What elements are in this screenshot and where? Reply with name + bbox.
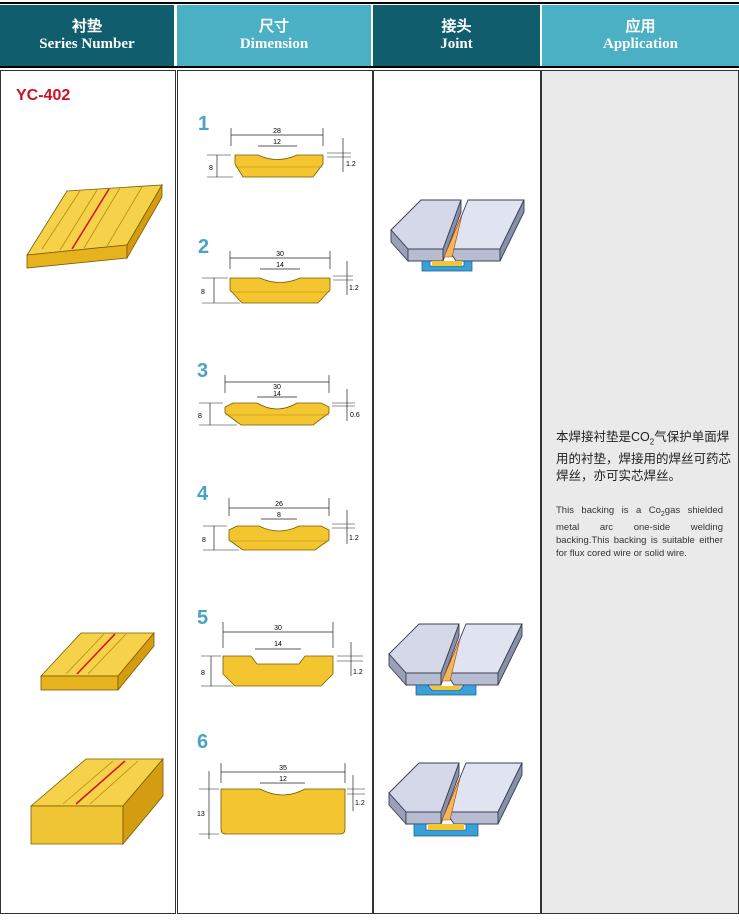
series-column — [0, 70, 176, 914]
dimension-drawing-2: 30 14 8 1.2 — [201, 251, 359, 304]
dimension-drawing-1: 28 12 8 1.2 — [207, 128, 356, 178]
application-text-en: This backing is a Co2gas shielded metal … — [556, 504, 723, 560]
dim-6-width: 35 — [279, 765, 287, 772]
dimension-number-3: 3 — [197, 360, 209, 382]
header-series-zh: 衬垫 — [71, 18, 102, 35]
dim-1-groove: 12 — [273, 139, 281, 146]
dim-4-depth: 1.2 — [349, 535, 359, 542]
header-application-zh: 应用 — [625, 18, 656, 35]
joint-illustration-2 — [388, 623, 523, 696]
dim-3-height: 8 — [198, 413, 202, 420]
header-dimension: 尺寸 Dimension — [177, 5, 371, 66]
application-en-sub: 2 — [660, 510, 665, 518]
dim-4-height: 8 — [202, 537, 206, 544]
dimension-number-6: 6 — [197, 731, 209, 753]
dimension-number-1: 1 — [198, 113, 210, 135]
header-rule — [0, 66, 739, 68]
dimension-drawing-6: 35 12 13 1.2 — [197, 763, 365, 839]
dim-5-height: 8 — [201, 670, 205, 677]
dim-4-groove: 8 — [277, 512, 281, 519]
dimension-number-4: 4 — [197, 483, 209, 505]
application-zh-part2: 气保护单面焊用的衬垫，焊接用的焊丝可药芯焊丝，亦可实芯焊丝。 — [556, 430, 732, 483]
header-series: 衬垫 Series Number — [0, 5, 174, 66]
dim-1-depth: 1.2 — [346, 161, 356, 168]
joint-illustration-3 — [388, 762, 523, 837]
dimension-drawing-3: 30 14 8 0.6 — [198, 375, 360, 426]
backing-illustration-2 — [40, 631, 155, 692]
header-dimension-zh: 尺寸 — [258, 18, 289, 35]
header-application: 应用 Application — [542, 5, 739, 66]
dimension-drawing-5: 30 14 8 1.2 — [201, 622, 363, 687]
joint-column — [373, 70, 541, 914]
dim-2-depth: 1.2 — [349, 285, 359, 292]
header-joint-zh: 接头 — [441, 18, 472, 35]
dim-5-depth: 1.2 — [353, 669, 363, 676]
application-zh-part1: 本焊接衬垫是CO — [556, 430, 650, 444]
dimension-column — [177, 70, 373, 914]
dim-5-groove: 14 — [274, 641, 282, 648]
top-rule — [0, 2, 739, 4]
dimension-number-5: 5 — [197, 607, 209, 629]
dim-6-groove: 12 — [279, 776, 287, 783]
application-column — [541, 70, 739, 914]
application-en-part2: gas shielded metal arc one-side welding … — [556, 505, 723, 559]
application-zh-sub: 2 — [649, 437, 655, 447]
dim-6-height: 13 — [197, 811, 205, 818]
dim-3-depth: 0.6 — [350, 412, 360, 419]
application-en-part1: This backing is a Co — [556, 505, 661, 516]
header-joint: 接头 Joint — [373, 5, 540, 66]
dim-4-width: 26 — [275, 501, 283, 508]
header-application-en: Application — [602, 35, 678, 52]
backing-illustration-3 — [29, 757, 164, 846]
joint-illustration-1 — [390, 199, 525, 272]
header-dimension-en: Dimension — [239, 35, 309, 52]
dim-3-width: 30 — [273, 384, 281, 391]
header-joint-en: Joint — [440, 35, 473, 52]
dim-5-width: 30 — [274, 625, 282, 632]
dim-2-groove: 14 — [276, 262, 284, 269]
dimension-drawing-4: 26 8 8 1.2 — [202, 498, 359, 551]
dim-2-height: 8 — [201, 289, 205, 296]
application-text-zh: 本焊接衬垫是CO2气保护单面焊用的衬垫，焊接用的焊丝可药芯焊丝，亦可实芯焊丝。 — [556, 429, 732, 485]
series-number: YC-402 — [16, 87, 71, 104]
dim-6-depth: 1.2 — [355, 800, 365, 807]
dim-1-width: 28 — [273, 128, 281, 135]
dimension-number-2: 2 — [198, 236, 210, 258]
backing-illustration-1 — [26, 183, 163, 269]
dim-2-width: 30 — [276, 251, 284, 258]
dim-1-height: 8 — [209, 165, 213, 172]
header-series-en: Series Number — [39, 35, 135, 52]
dim-3-groove: 14 — [273, 391, 281, 398]
